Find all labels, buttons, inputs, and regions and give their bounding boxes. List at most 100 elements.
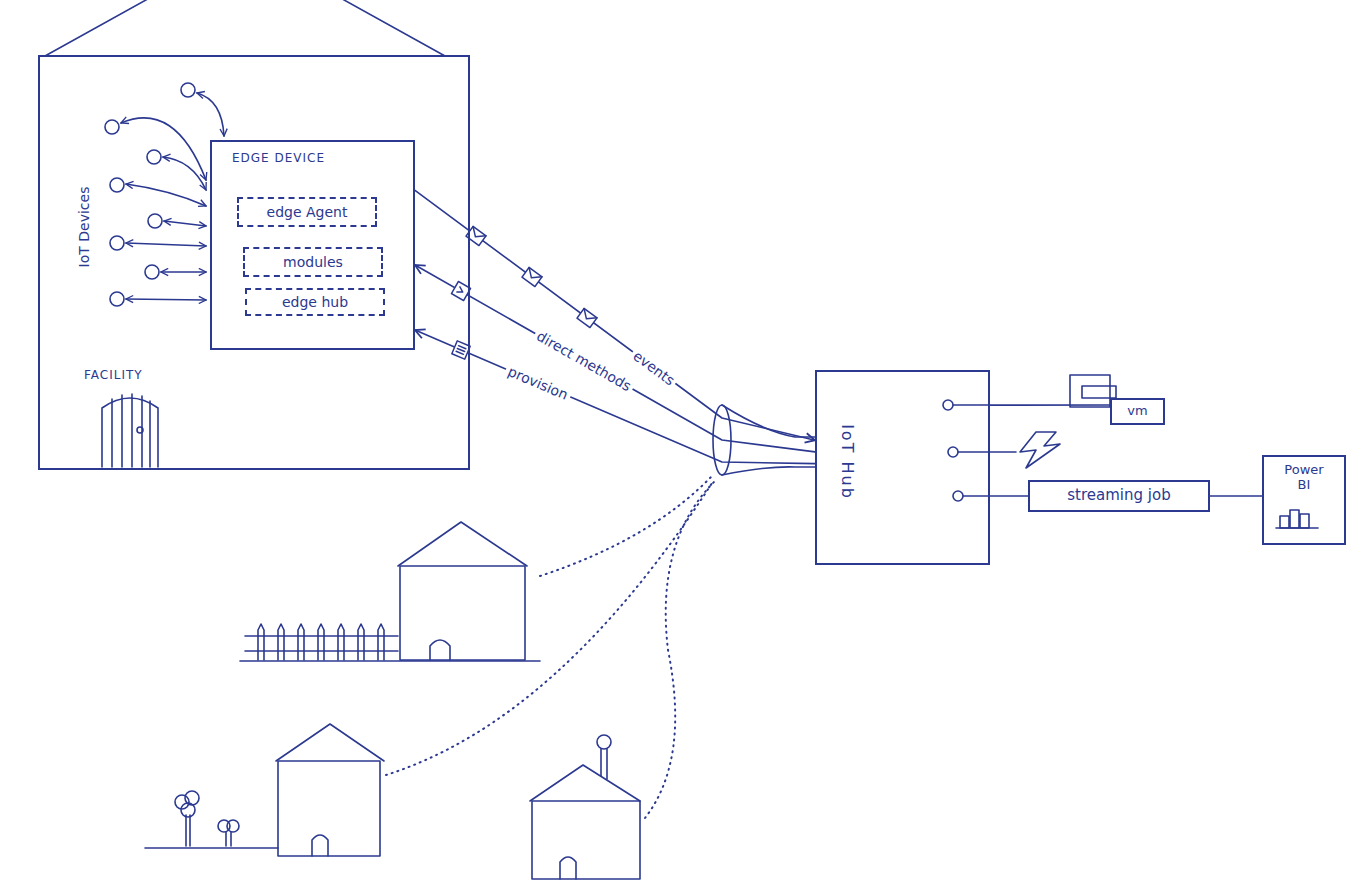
node-label: IoT Hub [838,424,856,500]
house [240,660,540,662]
message-icon [469,226,486,241]
tree [227,820,239,832]
house [145,847,278,849]
site-link [540,476,712,576]
tree [186,815,190,846]
hub-port [953,491,963,501]
message-icon [451,281,470,300]
chart-icon [1290,510,1299,528]
device-link [197,93,224,136]
module-box: modules [243,247,383,277]
hub-port [943,400,1016,501]
chart-icon [1280,516,1289,528]
chart-icon [1276,510,1318,528]
node-label: EDGE DEVICE [232,152,325,166]
site-link [386,480,714,775]
iot-device [148,214,162,228]
data-flow [415,190,815,440]
node-label: Power BI [1276,463,1332,493]
device-link [163,157,206,190]
device-link [126,243,206,246]
edge-label: provision [503,362,573,404]
house [278,761,380,856]
facility-roof [45,0,445,56]
message-icon [580,308,597,323]
vm-stack [1070,375,1110,407]
site-link [386,476,716,818]
vm-box: vm [1110,398,1165,425]
data-flow [1210,495,1262,497]
power-bi-box: Power BI [1262,455,1346,545]
module-box: edge Agent [237,197,377,227]
ingest-funnel [722,467,815,475]
data-flow [415,330,815,464]
edge-device: edge Agent modules edge hub EDGE DEVICE [210,140,415,350]
iot-device [147,150,161,164]
fence [245,624,398,660]
message-icon [525,267,542,282]
hub-port [953,405,1016,496]
facility-door [102,394,158,467]
data-flow [415,265,815,452]
house [530,765,640,801]
message-icon [452,341,470,359]
iot-device [181,83,195,97]
device-link [126,184,206,206]
house [530,765,640,879]
message-icon [577,308,597,327]
hub-port [948,447,958,457]
message-icon [577,308,597,327]
house [398,522,527,566]
node-label: FACILITY [84,369,143,383]
house [532,801,640,879]
house [400,566,525,660]
message-icon [456,346,466,355]
node-label: streaming job [1067,487,1170,504]
node-label: IoT Devices [76,187,92,268]
edge-label: events [628,346,680,391]
iot-device [110,236,124,250]
person [597,735,611,749]
node-label: modules [283,254,343,270]
sketch-drawing [45,0,1318,879]
node-label: edge Agent [267,204,348,220]
tree [175,791,239,846]
fence [245,636,398,651]
facility-house: edge Agent modules edge hub EDGE DEVICE IoT … [38,55,470,470]
message-icon [522,267,542,286]
message-icon [457,287,464,295]
person [601,749,607,779]
chart-icon [1300,514,1309,528]
function-bolt [1020,432,1060,468]
iot-device [110,178,124,192]
person [597,735,611,779]
message-icon [451,281,470,300]
house [276,724,384,761]
message-icon [522,267,542,286]
house [145,724,384,856]
house [560,857,576,879]
iot-device [105,120,119,134]
facility-door [112,394,150,467]
house [312,835,328,856]
node-label: edge hub [282,294,348,310]
device-link [126,299,206,300]
fence [258,624,384,660]
hub-port [943,400,953,410]
tree [226,832,231,846]
iot-device [110,292,124,306]
iot-device [145,265,159,279]
device-link [164,221,206,226]
message-icon [451,226,597,359]
site-link [645,480,716,818]
iot-hub: IoT Hub [815,370,990,565]
vm-stack [1082,386,1116,398]
message-icon [452,341,470,359]
streaming-job: streaming job [1028,480,1210,512]
data-flow [990,404,1110,406]
node-label: vm [1127,404,1147,419]
